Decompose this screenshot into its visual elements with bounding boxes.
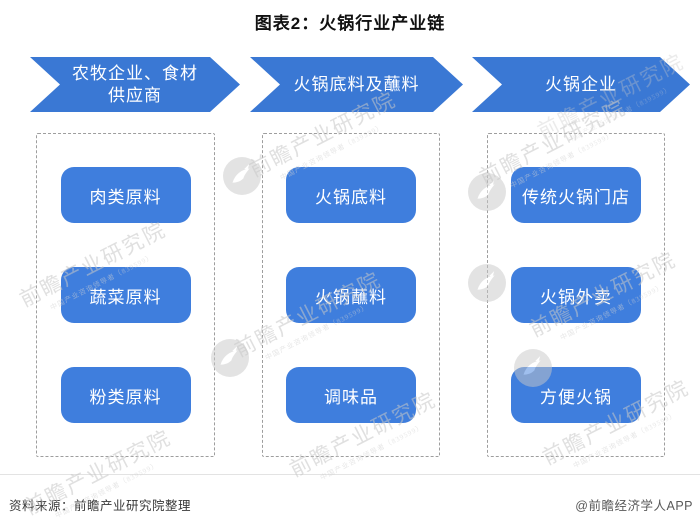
footer-divider	[0, 474, 700, 475]
figure-title: 图表2：火锅行业产业链	[254, 14, 446, 33]
item-box-vegetable: 蔬菜原料	[60, 267, 191, 323]
item-label: 传统火锅门店	[522, 187, 630, 207]
stage-arrow-hotpot-companies-label: 火锅企业	[545, 74, 617, 94]
item-box-dipping-sauce: 火锅蘸料	[286, 267, 416, 323]
item-box-meat: 肉类原料	[60, 167, 191, 223]
item-box-instant-hotpot: 方便火锅	[511, 367, 641, 423]
item-box-starch: 粉类原料	[60, 367, 191, 423]
item-box-soup-base: 火锅底料	[286, 167, 416, 223]
item-label: 粉类原料	[89, 387, 162, 407]
stage-column-hotpot-companies: 传统火锅门店 火锅外卖 方便火锅	[487, 133, 665, 457]
stage-arrow-suppliers-label: 农牧企业、食材 供应商	[72, 64, 198, 105]
item-label: 方便火锅	[540, 387, 612, 407]
stage-arrow-base-and-dips-label: 火锅底料及蘸料	[293, 74, 420, 94]
item-label: 火锅外卖	[540, 287, 612, 307]
item-box-traditional-stores: 传统火锅门店	[511, 167, 641, 223]
item-label: 调味品	[324, 387, 378, 407]
qianzhan-bird-logo-icon	[211, 339, 249, 377]
item-box-seasoning: 调味品	[286, 367, 416, 423]
qianzhan-bird-logo-icon	[223, 157, 261, 195]
item-label: 火锅底料	[315, 187, 387, 207]
stage-column-suppliers: 肉类原料 蔬菜原料 粉类原料	[36, 133, 215, 457]
stage-arrow-base-and-dips: 火锅底料及蘸料	[250, 57, 463, 112]
stage-column-base-and-dips: 火锅底料 火锅蘸料 调味品	[262, 133, 440, 457]
item-label: 肉类原料	[89, 187, 162, 207]
item-label: 蔬菜原料	[89, 287, 162, 307]
item-label: 火锅蘸料	[315, 287, 387, 307]
stage-arrow-hotpot-companies: 火锅企业	[472, 57, 690, 112]
item-box-delivery: 火锅外卖	[511, 267, 641, 323]
source-note: 资料来源：前瞻产业研究院整理	[9, 499, 192, 513]
app-credit: @前瞻经济学人APP	[575, 499, 693, 513]
stage-arrow-suppliers: 农牧企业、食材 供应商	[30, 57, 240, 112]
